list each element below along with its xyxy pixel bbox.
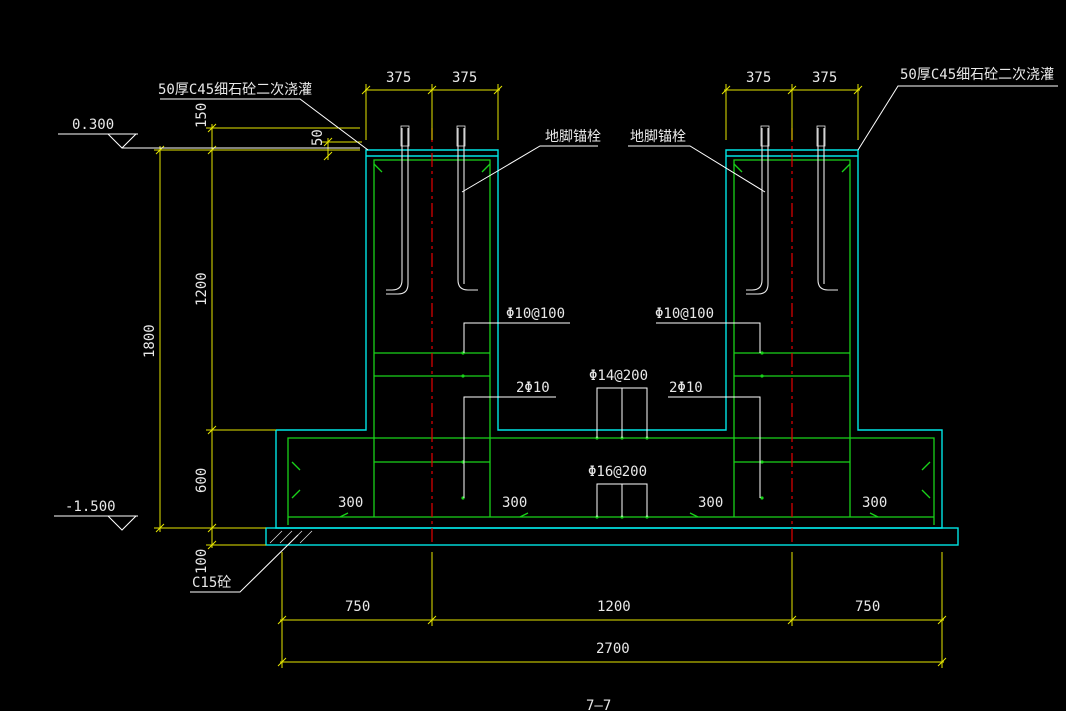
label-bottom-mesh: Φ16@200 xyxy=(588,464,647,480)
cover-300-4: 300 xyxy=(862,495,887,511)
leader-lines xyxy=(54,85,1058,593)
centerlines xyxy=(431,128,793,545)
dim-1200-vertical: 1200 xyxy=(194,272,210,306)
bolt-thread-marks xyxy=(400,125,826,147)
dimension-lines xyxy=(154,84,947,668)
dim-top-r2: 375 xyxy=(812,70,837,86)
cushion-hatch xyxy=(269,530,313,544)
label-bolt-left: 地脚锚栓 xyxy=(545,129,601,145)
label-grout-left: 50厚C45细石砼二次浇灌 xyxy=(158,82,312,98)
dim-top-l1: 375 xyxy=(386,70,411,86)
label-top-mesh: Φ14@200 xyxy=(589,368,648,384)
label-stirrup-right: Φ10@100 xyxy=(655,306,714,322)
label-bar-right: 2Φ10 xyxy=(669,380,703,396)
dim-1800: 1800 xyxy=(142,324,158,358)
cover-300-1: 300 xyxy=(338,495,363,511)
elevation-top: 0.300 xyxy=(72,117,114,133)
label-grout-right: 50厚C45细石砼二次浇灌 xyxy=(900,67,1054,83)
rebar xyxy=(287,159,935,525)
concrete-outline xyxy=(265,149,959,546)
drawing-text: 50厚C45细石砼二次浇灌 50厚C45细石砼二次浇灌 地脚锚栓 地脚锚栓 0.… xyxy=(65,67,1054,711)
cover-300-3: 300 xyxy=(698,495,723,511)
dim-600: 600 xyxy=(194,468,210,493)
label-stirrup-left: Φ10@100 xyxy=(506,306,565,322)
cover-300-2: 300 xyxy=(502,495,527,511)
dim-top-l2: 375 xyxy=(452,70,477,86)
section-title: 7—7 xyxy=(586,698,611,711)
label-bar-left: 2Φ10 xyxy=(516,380,550,396)
dim-750-left: 750 xyxy=(345,599,370,615)
label-bolt-right: 地脚锚栓 xyxy=(630,129,686,145)
label-cushion: C15砼 xyxy=(192,575,231,591)
dim-750-right: 750 xyxy=(855,599,880,615)
anchor-bolts xyxy=(386,128,838,295)
dim-2700: 2700 xyxy=(596,641,630,657)
dim-50: 50 xyxy=(310,129,326,146)
dim-100: 100 xyxy=(194,549,210,574)
dim-1200-bottom: 1200 xyxy=(597,599,631,615)
dim-150: 150 xyxy=(194,103,210,128)
dim-top-r1: 375 xyxy=(746,70,771,86)
elevation-bottom: -1.500 xyxy=(65,499,116,515)
